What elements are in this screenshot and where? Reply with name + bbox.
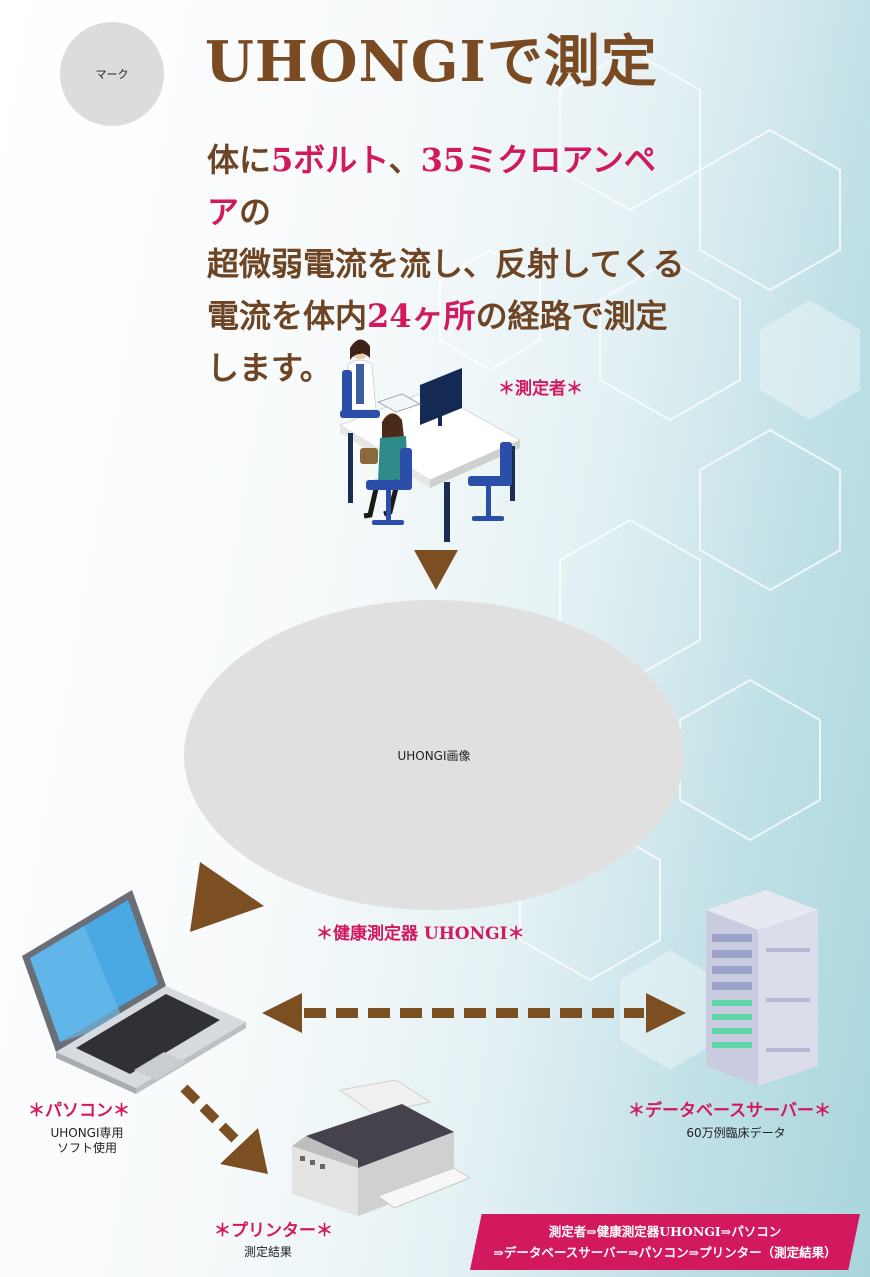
arrow-to-printer — [180, 1084, 268, 1174]
flow-line2: ⇒データベースサーバー⇒パソコン⇒プリンター（測定結果） — [493, 1245, 837, 1260]
pc-label: ＊パソコン＊ — [28, 1101, 130, 1121]
arrow-to-pc — [190, 862, 264, 932]
intro-line1-a: 体に — [207, 141, 272, 179]
flow-summary-banner: 測定者⇒健康測定器UHONGI⇒パソコン ⇒データベースサーバー⇒パソコン⇒プリ… — [470, 1214, 860, 1270]
measurer-illustration — [338, 339, 522, 542]
server-sub: 60万例臨床データ — [686, 1126, 786, 1140]
logo-placeholder: マーク — [60, 22, 164, 126]
intro-line2: 超微弱電流を流し、反射してくる — [207, 245, 685, 283]
pc-sub1: UHONGI専用 — [50, 1126, 124, 1140]
arrow-down — [414, 550, 458, 590]
intro-line3-a: 電流を体内 — [207, 297, 368, 335]
printer-sub: 測定結果 — [243, 1245, 292, 1259]
device-label: ＊健康測定器 UHONGI＊ — [316, 924, 525, 944]
laptop-illustration — [22, 890, 246, 1094]
printer-illustration — [292, 1080, 472, 1216]
arrow-pc-server — [262, 993, 686, 1033]
flow-line1: 測定者⇒健康測定器UHONGI⇒パソコン — [548, 1224, 782, 1239]
pc-sub2: ソフト使用 — [56, 1141, 117, 1155]
server-illustration — [706, 890, 818, 1086]
device-image-label: UHONGI画像 — [397, 748, 471, 763]
intro-line4: します。 — [207, 349, 332, 387]
printer-label: ＊プリンター＊ — [214, 1221, 333, 1241]
measurer-label: ＊測定者＊ — [498, 379, 583, 399]
page-title: UHONGIで測定 — [205, 29, 658, 95]
intro-current: 35ミクロアンペア — [207, 141, 656, 231]
intro-line1-c: 、 — [388, 141, 421, 179]
intro-voltage: 5ボルト — [271, 141, 389, 179]
intro-points: 24ヶ所 — [367, 297, 476, 335]
intro-line3-c: の経路で測定 — [475, 297, 668, 335]
intro-text: 体に5ボルト、35ミクロアンペアの 超微弱電流を流し、反射してくる 電流を体内2… — [207, 134, 687, 394]
server-label: ＊データベースサーバー＊ — [628, 1101, 831, 1121]
logo-label: マーク — [95, 68, 129, 81]
device-image-placeholder: UHONGI画像 — [184, 600, 684, 910]
intro-line1-e: の — [239, 193, 272, 231]
